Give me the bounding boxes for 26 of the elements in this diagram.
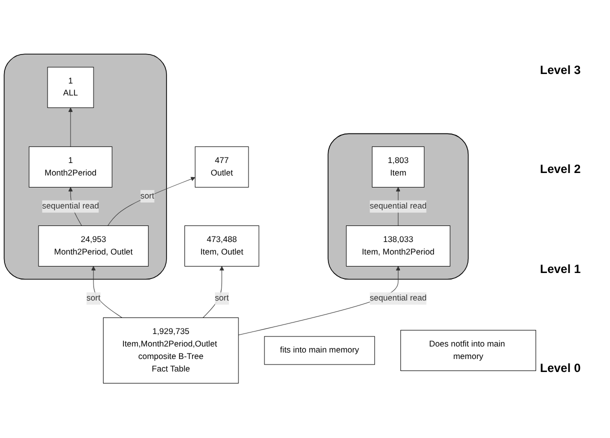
edge-label: sort	[86, 294, 100, 303]
arrow	[91, 266, 122, 318]
edge-label: sort	[140, 192, 154, 201]
node-box: Does notfit into main memory	[400, 330, 536, 372]
node-box: 1 ALL	[47, 67, 94, 108]
level-label: Level 1	[540, 262, 582, 276]
edge-label: sequential read	[370, 294, 427, 303]
edge-label: sort	[214, 294, 229, 303]
arrow	[68, 108, 73, 148]
node-box: 1,803 Item	[372, 146, 424, 188]
arrow	[108, 177, 196, 226]
node-box: 24,953 Month2Period, Outlet	[38, 226, 149, 267]
node-box: fits into main memory	[264, 336, 375, 366]
node-box: 138,033 Item, Month2Period	[346, 226, 450, 267]
level-label: Level 3	[540, 62, 582, 77]
node-box: 477 Outlet	[194, 146, 249, 188]
node-box: 473,488 Item, Outlet	[184, 226, 260, 267]
edge-label: sequential read	[42, 202, 99, 211]
level-label: Level 0	[540, 361, 582, 376]
level-label: Level 2	[540, 162, 582, 176]
cluster	[328, 134, 469, 280]
cluster	[4, 54, 167, 280]
node-box: 1,929,735 Item,Month2Period,Outlet composite B-Tree Fact Table	[103, 318, 239, 384]
arrow	[202, 266, 224, 318]
edge-label: sequential read	[370, 202, 427, 211]
node-box: 1 Month2Period	[28, 146, 112, 188]
